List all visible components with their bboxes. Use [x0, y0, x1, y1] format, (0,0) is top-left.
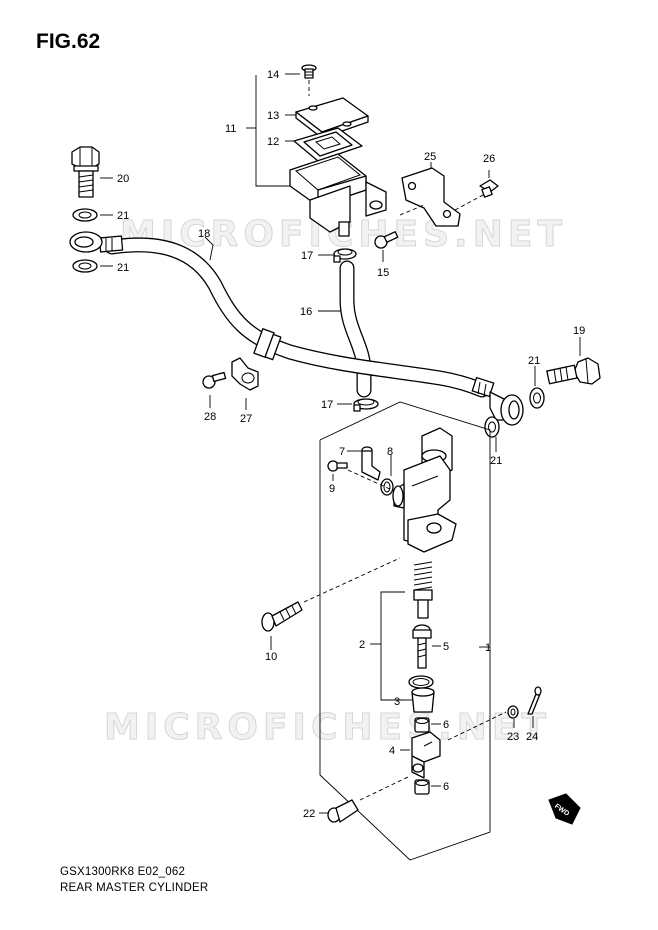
part-9-bolt [327, 460, 393, 491]
part-4-clevis [400, 711, 507, 779]
part-6-nut-upper [414, 717, 441, 733]
part-12-diaphragm [285, 127, 363, 162]
callout-5: 5 [443, 641, 449, 653]
part-21-washer-c [529, 366, 545, 409]
callout-25: 25 [424, 151, 436, 163]
part-8-o-ring [380, 455, 394, 496]
callout-9: 9 [329, 483, 335, 495]
part-7-hose-fitting [347, 446, 381, 481]
part-2-piston-kit [370, 591, 405, 701]
model-code: GSX1300RK8 E02_062 [60, 866, 186, 878]
part-24-cotter-pin [527, 686, 542, 728]
master-cylinder-frame [319, 401, 491, 861]
callout-1: 1 [485, 642, 491, 654]
callout-19: 19 [573, 325, 585, 337]
part-22-clevis-pin [319, 775, 411, 823]
forward-direction-badge: FWD [548, 793, 581, 825]
callout-21-b: 21 [117, 262, 129, 274]
callout-11: 11 [225, 123, 236, 135]
callout-21-a: 21 [117, 210, 129, 222]
callout-3: 3 [394, 696, 400, 708]
part-21-washer-d [484, 416, 500, 452]
reservoir-body [289, 153, 387, 237]
figure-title: FIG.62 [36, 30, 101, 53]
hose-banjo-right [489, 391, 524, 426]
piston-spring [413, 561, 433, 619]
callout-6-upper: 6 [443, 719, 449, 731]
callout-17-upper: 17 [301, 250, 313, 262]
part-3-boot [405, 687, 435, 713]
watermark-bottom: MICROFICHES.NET [104, 707, 551, 748]
part-15-bolt [374, 231, 399, 262]
part-5-push-rod [412, 624, 441, 669]
part-26-bolt [479, 170, 499, 198]
part-23-washer [507, 705, 519, 728]
callout-24: 24 [526, 731, 538, 743]
part-27-hose-clamp [231, 357, 259, 410]
part-17-clamp-lower [337, 398, 379, 412]
callout-26: 26 [483, 153, 495, 165]
part-28-bolt [202, 371, 227, 408]
reservoir-bracket-11 [246, 75, 292, 187]
part-14-screw [285, 64, 317, 96]
part-17-clamp-upper [318, 248, 357, 263]
callout-18: 18 [198, 228, 210, 240]
hose-banjo-left [69, 231, 103, 253]
callout-20: 20 [117, 173, 129, 185]
part-6-nut-lower [414, 779, 441, 795]
figure-caption: REAR MASTER CYLINDER [60, 882, 209, 894]
callout-2: 2 [359, 639, 365, 651]
circlip [408, 675, 434, 689]
master-cylinder-body [392, 427, 457, 553]
callout-10: 10 [265, 651, 277, 663]
callout-labels: 1 2 3 4 5 6 6 7 8 9 10 11 12 13 14 15 16… [117, 69, 585, 820]
callout-7: 7 [339, 446, 345, 458]
callout-6-lower: 6 [443, 781, 449, 793]
callout-16: 16 [300, 306, 312, 318]
part-18-brake-hose [98, 235, 495, 398]
part-10-bolt [261, 557, 401, 650]
part-21-washer-a [72, 208, 113, 222]
callout-23: 23 [507, 731, 519, 743]
callout-15: 15 [377, 267, 389, 279]
callout-21-c: 21 [528, 355, 540, 367]
callout-28: 28 [204, 411, 216, 423]
callout-13: 13 [267, 110, 279, 122]
callout-22: 22 [303, 808, 315, 820]
callout-8: 8 [387, 446, 393, 458]
part-21-washer-b [72, 259, 113, 273]
callout-17-lower: 17 [321, 399, 333, 411]
part-20-banjo-bolt [71, 146, 113, 198]
callout-14: 14 [267, 69, 279, 81]
callout-27: 27 [240, 413, 252, 425]
callout-4: 4 [389, 745, 395, 757]
callout-21-d: 21 [490, 455, 502, 467]
callout-12: 12 [267, 136, 279, 148]
part-25-bracket [399, 162, 486, 227]
part-19-banjo-bolt [546, 337, 601, 385]
